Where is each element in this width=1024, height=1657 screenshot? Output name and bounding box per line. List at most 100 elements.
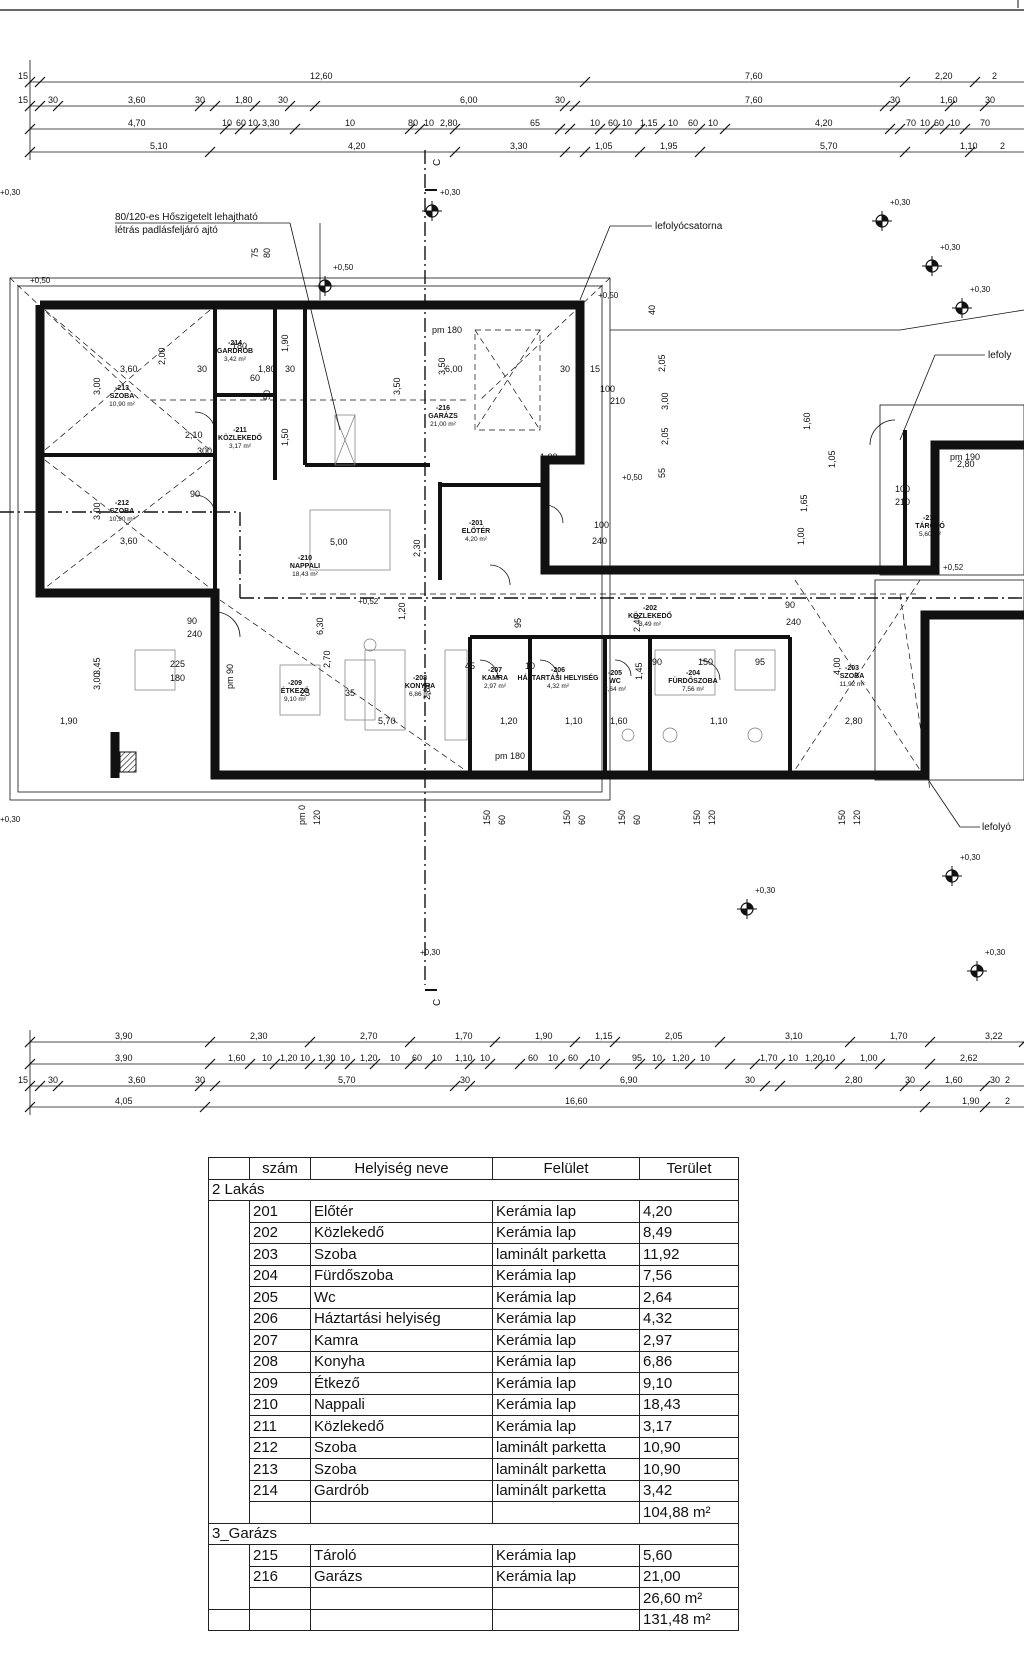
room-number: 216 (249, 1565, 311, 1588)
inner-dim-29: 1,00 (540, 452, 558, 462)
inner-dim-72: 150 (837, 810, 847, 825)
room-code-4: -216 (436, 405, 450, 412)
bottom-dim-row1-4: 1,90 (535, 1031, 553, 1041)
room-area-13: 8,49 m² (639, 621, 662, 628)
empty-cell (492, 1587, 640, 1610)
room-area: 3,17 (639, 1415, 739, 1438)
inner-dim-55: 225 (170, 659, 185, 669)
level-marker-10: +0,50 (598, 291, 619, 300)
dim-tick (979, 1080, 991, 1092)
table-header-row: szám Helyiség neve Felület Terület (208, 1157, 739, 1180)
dim-tick (209, 1080, 221, 1092)
inner-dim-13: 2,00 (157, 347, 167, 365)
bottom-dim-row2-14: 10 (548, 1053, 558, 1063)
col-header-room-name: Helyiség neve (310, 1157, 493, 1180)
bottom-dim-row3-2: 3,60 (128, 1075, 146, 1085)
top-dim-row3-12: 10 (622, 118, 632, 128)
dim-tick (204, 1058, 216, 1070)
inner-dim-69: 60 (632, 815, 642, 825)
dim-tick (564, 123, 576, 135)
inner-dim-63: 120 (312, 810, 322, 825)
table-group-row: 3_Garázs (208, 1522, 739, 1545)
dim-tick (634, 1058, 646, 1070)
room-surface: Kerámia lap (492, 1329, 640, 1352)
dim-tick (969, 76, 981, 88)
top-dim-row4-6: 1,10 (960, 141, 978, 151)
level-marker-0: +0,30 (0, 188, 21, 197)
top-dim-row3-18: 70 (906, 118, 916, 128)
inner-dim-33: 1,10 (710, 716, 728, 726)
bottom-dim-row3-7: 30 (745, 1075, 755, 1085)
dim-tick (899, 146, 911, 158)
room-name-3: KÖZLEKEDŐ (218, 433, 263, 442)
inner-dim-84: 45 (465, 661, 475, 671)
top-dim-row3-19: 10 (920, 118, 930, 128)
top-dim-row1-3: 2,20 (935, 71, 953, 81)
top-dim-row2-2: 3,60 (128, 95, 146, 105)
top-dim-row3-2: 60 (236, 118, 246, 128)
room-area: 4,32 (639, 1307, 739, 1330)
room-name-0: SZOBA (110, 393, 135, 400)
inner-dim-24: 5,00 (330, 537, 348, 547)
top-dim-row2-8: 7,60 (745, 95, 763, 105)
inner-dim-53: 210 (895, 497, 910, 507)
inner-dim-65: 60 (497, 815, 507, 825)
inner-dim-20: 2,30 (412, 539, 422, 557)
bottom-dim-row2-18: 10 (652, 1053, 662, 1063)
bottom-dim-row1-6: 2,05 (665, 1031, 683, 1041)
inner-dim-37: 1,05 (827, 450, 837, 468)
top-dim-row3-15: 60 (688, 118, 698, 128)
top-dim-row3-16: 10 (708, 118, 718, 128)
indent-cell (208, 1458, 250, 1480)
level-marker-15: +0,30 (0, 815, 21, 824)
room-area: 3,42 (639, 1479, 739, 1502)
top-dim-row2-7: 30 (555, 95, 565, 105)
bottom-dim-row2-6: 10 (340, 1053, 350, 1063)
dim-tick (554, 1058, 566, 1070)
room-code-1: -212 (115, 500, 129, 507)
inner-dim-16: 2,05 (657, 354, 667, 372)
empty-cell (249, 1501, 311, 1524)
inner-dim-12: 3,50 (437, 357, 447, 375)
room-name: Kamra (310, 1329, 493, 1352)
top-dim-row1-4: 2 (992, 71, 997, 81)
inner-dim-30: 1,20 (500, 716, 518, 726)
top-dim-row3-9: 65 (530, 118, 540, 128)
indent-cell (208, 1480, 250, 1502)
dim-tick (874, 1058, 886, 1070)
room-number: 204 (249, 1264, 311, 1287)
room-name: Közlekedő (310, 1221, 493, 1244)
dim-tick (579, 1058, 591, 1070)
bottom-dim-row1-3: 1,70 (455, 1031, 473, 1041)
top-dim-row4-2: 3,30 (510, 141, 528, 151)
room-surface: Kerámia lap (492, 1372, 640, 1395)
level-fill-icon (946, 870, 958, 882)
bottom-dim-row2-11: 1,10 (455, 1053, 473, 1063)
dim-tick (774, 1080, 786, 1092)
inner-dim-23: 6,30 (315, 617, 325, 635)
dim-tick (694, 123, 706, 135)
room-name: Háztartási helyiség (310, 1307, 493, 1330)
room-surface: Kerámia lap (492, 1565, 640, 1588)
dim-tick (404, 1058, 416, 1070)
dim-tick (324, 1058, 336, 1070)
room-area-10: 4,32 m² (547, 683, 570, 690)
room-area-3: 3,17 m² (229, 443, 252, 450)
dim-tick (304, 1036, 316, 1048)
bottom-dim-row3-0: 15 (18, 1075, 28, 1085)
room-name-8: KONYHA (405, 683, 435, 690)
inner-dim-77: 95 (513, 618, 523, 628)
room-schedule-table: szám Helyiség neve Felület Terület 2 Lak… (208, 1157, 739, 1631)
bottom-dim-row2-23: 1,20 (805, 1053, 823, 1063)
room-name: Közlekedő (310, 1415, 493, 1438)
dim-tick (889, 100, 901, 112)
empty-cell (310, 1501, 493, 1524)
room-name: Konyha (310, 1350, 493, 1373)
bottom-dim-row1-0: 3,90 (115, 1031, 133, 1041)
inner-dim-57: 180 (232, 341, 247, 351)
room-code-5: -201 (469, 520, 483, 527)
room-surface: Kerámia lap (492, 1350, 640, 1373)
